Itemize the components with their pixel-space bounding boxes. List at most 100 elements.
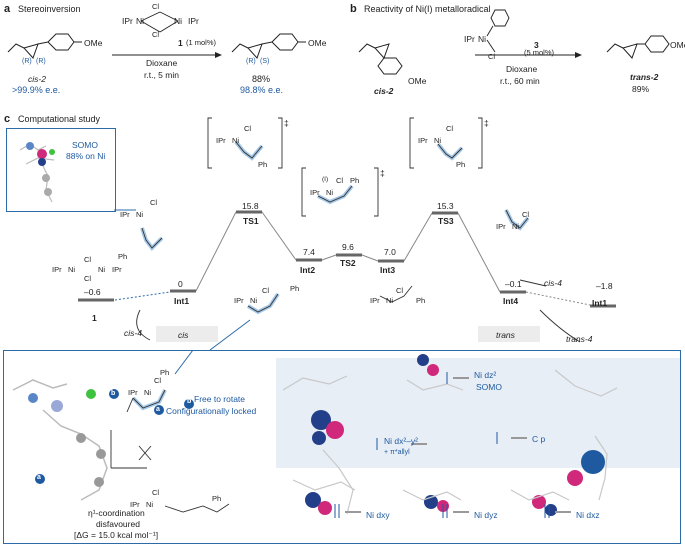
cis-label: cis xyxy=(178,330,189,340)
dimer-cl-top: Cl xyxy=(84,255,92,264)
panel-c-letter: c xyxy=(4,113,11,125)
int3-value: 7.0 xyxy=(384,247,396,257)
int1-ni: Ni xyxy=(136,210,144,219)
eta1-line2: disfavoured xyxy=(96,519,140,529)
somo-molecule xyxy=(19,142,55,203)
reactant-ee: >99.9% e.e. xyxy=(12,85,61,95)
reactant-stereo-2: (R) xyxy=(36,58,46,65)
ts2-ipr: IPr xyxy=(310,188,320,197)
int1-end-value: –1.8 xyxy=(596,281,613,291)
int1-ph: Ph xyxy=(118,252,128,261)
int2-value: 7.4 xyxy=(303,247,315,257)
ts3-ph: Ph xyxy=(456,160,466,169)
int2-ipr: IPr xyxy=(234,296,244,305)
free-to-rotate: Free to rotate xyxy=(194,394,246,404)
ts1-ni: Ni xyxy=(232,136,240,145)
dimer-ni-right: Ni xyxy=(98,265,106,274)
int3-name: Int3 xyxy=(380,265,396,275)
panel-b-conditions: r.t., 60 min xyxy=(500,76,540,86)
int3-ni: Ni xyxy=(386,296,394,305)
int2-ni: Ni xyxy=(250,296,258,305)
catalyst-ni-right: Ni xyxy=(174,16,183,26)
int3-ipr: IPr xyxy=(370,296,380,305)
orb-cp: C p xyxy=(532,434,546,444)
orb-pi-allyl: + π*allyl xyxy=(384,449,410,456)
ts3-ni: Ni xyxy=(434,136,442,145)
orb-dxz: Ni dxz xyxy=(576,510,600,520)
ts2-value: 9.6 xyxy=(342,242,354,252)
catalyst-loading: (1 mol%) xyxy=(186,38,217,47)
catalyst-cl-bottom: Cl xyxy=(152,30,160,39)
int3-ph: Ph xyxy=(416,296,426,305)
b-reagent-loading: (5 mol%) xyxy=(524,48,555,57)
panel-a-letter: a xyxy=(4,3,11,15)
left-a-marker: a xyxy=(37,474,41,481)
catalyst-ipr-left: IPr xyxy=(122,16,133,26)
product-ee: 98.8% e.e. xyxy=(240,85,284,95)
int4-ipr: IPr xyxy=(496,222,506,231)
configurationally-locked: Configurationally locked xyxy=(166,406,257,416)
energy-profile xyxy=(78,117,616,350)
int1-name: Int1 xyxy=(174,296,190,306)
panel-a-conditions: r.t., 5 min xyxy=(144,70,179,80)
trans-label: trans xyxy=(496,330,515,340)
cat1-name: 1 xyxy=(92,313,97,323)
orb-dx2y2: Ni dx²–y² xyxy=(384,436,419,446)
int1-value: 0 xyxy=(178,279,183,289)
left-b-marker: b xyxy=(111,390,116,397)
catalyst-ni-left: Ni xyxy=(136,16,145,26)
orb-dxy: Ni dxy xyxy=(366,510,390,520)
ts3-cl: Cl xyxy=(446,124,454,133)
ts1-name: TS1 xyxy=(243,216,259,226)
inset-box xyxy=(3,350,681,544)
reactant-ome: OMe xyxy=(84,38,103,48)
dimer-ni-left: Ni xyxy=(68,265,76,274)
panel-b-title: Reactivity of Ni(I) metalloradical xyxy=(364,4,491,14)
ts1-dagger: ‡ xyxy=(284,118,289,128)
eta-cl: Cl xyxy=(152,488,160,497)
ts1-cl: Cl xyxy=(244,124,252,133)
inset-ipr: IPr xyxy=(128,388,138,397)
inset-ni: Ni xyxy=(144,388,152,397)
reactant-stereo-1: (R) xyxy=(22,58,32,65)
panel-a-scheme xyxy=(7,11,306,59)
int1-end-name: Int1 xyxy=(592,298,608,308)
dimer-ipr-left: IPr xyxy=(52,265,62,274)
int1-cl: Cl xyxy=(150,198,158,207)
int2-ph: Ph xyxy=(290,284,300,293)
eta1-line1: η¹-coordination xyxy=(88,508,145,518)
ts3-ipr: IPr xyxy=(418,136,428,145)
int3-cl: Cl xyxy=(396,286,404,295)
label-a-marker: a xyxy=(156,406,160,413)
orbital-panel-bg xyxy=(276,358,680,468)
label-b-marker: b xyxy=(187,398,192,405)
ts2-ph: Ph xyxy=(350,176,360,185)
b-reactant-name: cis-2 xyxy=(374,86,394,96)
int2-name: Int2 xyxy=(300,265,316,275)
ts1-ipr: IPr xyxy=(216,136,226,145)
ts2-name: TS2 xyxy=(340,258,356,268)
eta-ipr: IPr xyxy=(130,500,140,509)
cis-box xyxy=(156,326,218,342)
somo-pct: 88% on Ni xyxy=(66,151,106,161)
int2-cl: Cl xyxy=(262,286,270,295)
panel-b-letter: b xyxy=(350,3,357,15)
int4-value: –0.1 xyxy=(505,279,522,289)
cat1-value: –0.6 xyxy=(84,287,101,297)
trans-box xyxy=(478,326,540,342)
ts2-cl: Cl xyxy=(336,176,344,185)
ts1-value: 15.8 xyxy=(242,201,259,211)
ts3-name: TS3 xyxy=(438,216,454,226)
dimer-cl-bottom: Cl xyxy=(84,274,92,283)
b-product-yield: 89% xyxy=(632,84,650,94)
panel-b-solvent: Dioxane xyxy=(506,64,538,74)
inset-cl: Cl xyxy=(154,376,162,385)
catalyst-label: 1 xyxy=(178,38,183,48)
catalyst-ipr-right: IPr xyxy=(188,16,199,26)
dimer-ipr-right: IPr xyxy=(112,265,122,274)
product-ome: OMe xyxy=(308,38,327,48)
panel-c-title: Computational study xyxy=(18,114,101,124)
product-stereo-1: (R) xyxy=(246,58,256,65)
b-product-ome: OMe xyxy=(670,40,685,50)
cis4-in: cis-4 xyxy=(124,328,142,338)
